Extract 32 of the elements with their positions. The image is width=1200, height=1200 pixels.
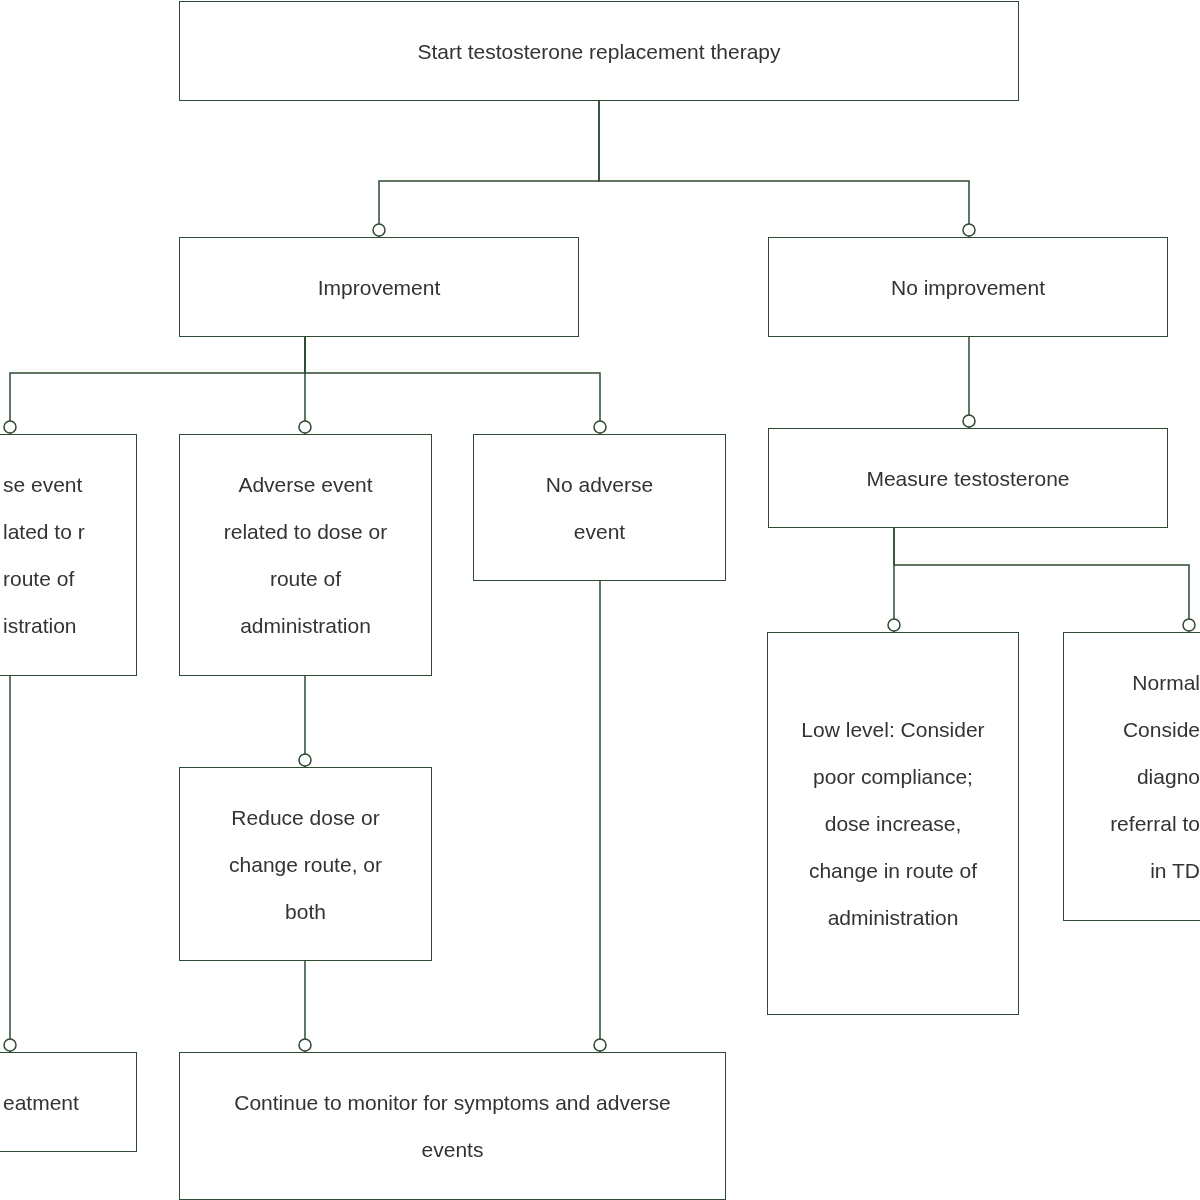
- box-label: eatment: [3, 1089, 79, 1116]
- box-label: Normal Conside diagno referral to in TD: [1109, 670, 1200, 884]
- process-box: [179, 1, 1019, 101]
- box-label: Continue to monitor for symptoms and adverse events: [233, 1090, 672, 1163]
- process-box: [0, 434, 137, 676]
- box-label: Low level: Consider poor compliance; dose increase, change in route of administration: [800, 717, 986, 931]
- process-box: [767, 632, 1019, 1015]
- process-box: [768, 428, 1168, 528]
- process-box: [179, 434, 432, 676]
- box-label: se event lated to r route of istration: [3, 472, 86, 639]
- box-label: Improvement: [317, 274, 441, 301]
- process-box: [768, 237, 1168, 337]
- process-box: [179, 767, 432, 961]
- process-box: [473, 434, 726, 581]
- process-box: [1063, 632, 1200, 921]
- box-label: No adverse event: [544, 471, 655, 545]
- connector-line: [3, 675, 17, 1053]
- connector-line: [298, 960, 312, 1053]
- connector-line: [304, 336, 607, 435]
- box-label: No improvement: [890, 274, 1046, 301]
- connector-line: [298, 675, 312, 768]
- connector-line: [593, 580, 607, 1053]
- box-label: Reduce dose or change route, or both: [228, 804, 383, 925]
- box-label: Start testosterone replacement therapy: [417, 38, 781, 65]
- process-box: [0, 1052, 137, 1152]
- process-box: [179, 1052, 726, 1200]
- box-label: Measure testosterone: [866, 465, 1070, 492]
- process-box: [179, 237, 579, 337]
- connector-line: [893, 527, 1196, 633]
- connector-line: [598, 100, 976, 238]
- box-label: Adverse event related to dose or route of administration: [222, 472, 389, 639]
- connector-line: [962, 336, 976, 429]
